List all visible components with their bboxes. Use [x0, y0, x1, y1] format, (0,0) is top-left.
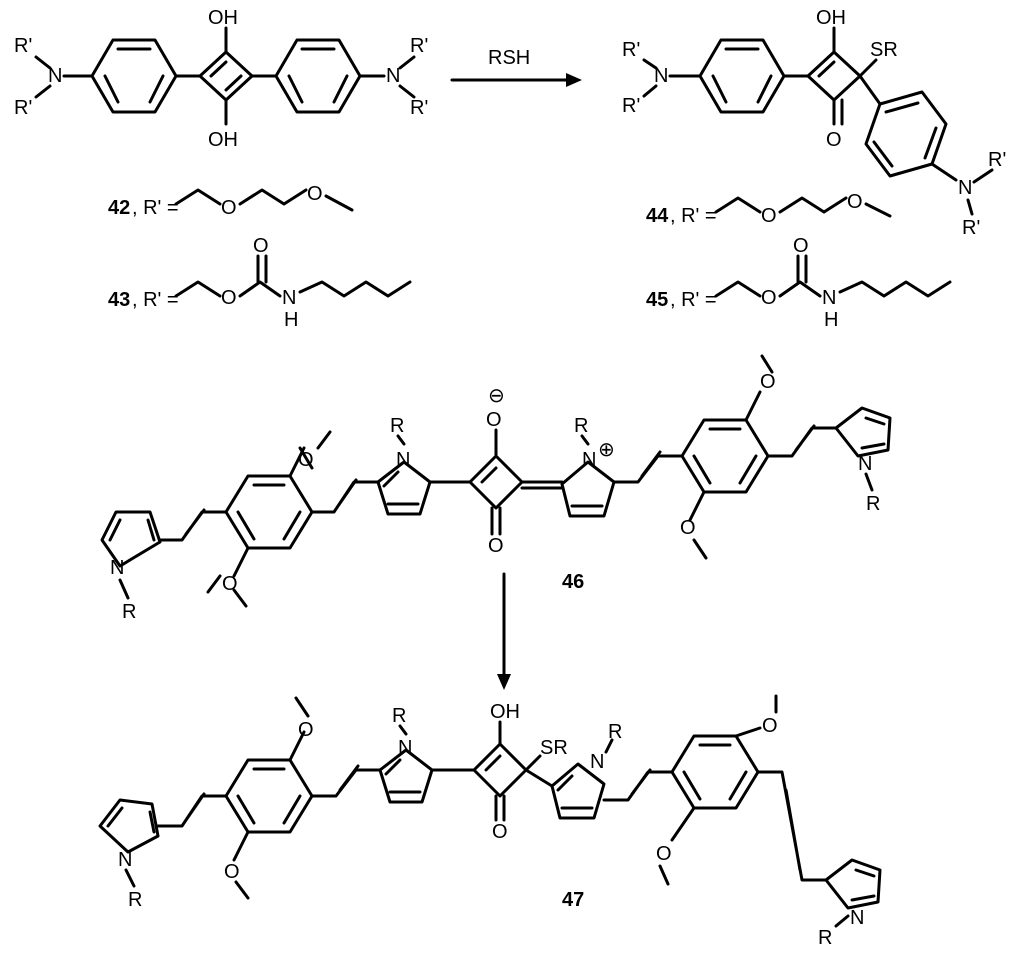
compound-number-46: 46 [562, 571, 584, 593]
atom-label-oh: OH [816, 7, 846, 29]
atom-label-o: O [253, 235, 269, 257]
atom-label-o: O [760, 371, 776, 393]
r-prime-equals: , R' = [132, 289, 179, 311]
atom-label-r: R [818, 927, 832, 949]
atom-label-n: N [590, 751, 604, 773]
atom-label-r-prime: R' [988, 149, 1006, 171]
r-prime-equals: , R' = [132, 197, 179, 219]
atom-label-r-prime: R' [622, 95, 640, 117]
cyclobutenone-ring [806, 50, 862, 102]
atom-label-o: O [298, 719, 314, 741]
atom-label-r: R [128, 889, 142, 911]
compound-43-definition: 43 , R' = O O N H [108, 235, 412, 331]
atom-label-o: O [221, 287, 237, 309]
squarate-ring [468, 454, 524, 510]
compound-number-43: 43 [108, 289, 130, 311]
pyrrole-ring [376, 460, 432, 516]
atom-label-r: R [390, 415, 404, 437]
atom-label-n: N [110, 557, 124, 579]
atom-label-n-plus: N [582, 449, 596, 471]
atom-label-o: O [762, 715, 778, 737]
atom-label-o: O [486, 409, 502, 431]
atom-label-r-prime: R' [410, 97, 428, 119]
atom-label-r: R [122, 601, 136, 623]
compound-number-47: 47 [562, 889, 584, 911]
atom-label-h: H [284, 309, 298, 331]
reagent-label: RSH [488, 47, 530, 69]
compound-number-42: 42 [108, 197, 130, 219]
atom-label-r: R [866, 493, 880, 515]
atom-label-o: O [761, 205, 777, 227]
cyclobutenone-ring [472, 742, 528, 798]
compound-number-45: 45 [646, 289, 668, 311]
atom-label-o: O [847, 191, 863, 213]
atom-label-o: O [492, 821, 508, 843]
atom-label-h: H [824, 309, 838, 331]
compound-42-definition: 42 , R' = O O [108, 183, 354, 219]
atom-label-n: N [396, 449, 410, 471]
atom-label-oh: OH [208, 129, 238, 151]
atom-label-o: O [793, 235, 809, 257]
compound-45-definition: 45 , R' = O O N H [646, 235, 952, 331]
thiol-adduct-47: N R O O N R OH O SR N R [98, 694, 882, 949]
positive-charge: ⊕ [598, 439, 615, 461]
pyrrole-ring [824, 858, 882, 910]
atom-label-r-prime: R' [962, 217, 980, 239]
atom-label-n: N [48, 65, 62, 87]
negative-charge: ⊖ [488, 385, 505, 407]
atom-label-n: N [282, 287, 296, 309]
reaction-arrow-down [497, 572, 511, 690]
thiol-adduct-product: R' R' N OH O SR N R' R' [622, 7, 1006, 239]
atom-label-oh: OH [490, 701, 520, 723]
atom-label-n: N [822, 287, 836, 309]
squaraine-dye-46: N R O O N R O ⊖ O N ⊕ R [100, 354, 892, 623]
atom-label-r: R [392, 705, 406, 727]
atom-label-o: O [307, 183, 323, 205]
pyrrole-ring [834, 406, 892, 458]
atom-label-n: N [118, 849, 132, 871]
reaction-arrow-rsh: RSH [450, 47, 582, 87]
atom-label-n: N [858, 453, 872, 475]
atom-label-n: N [386, 65, 400, 87]
atom-label-n: N [850, 907, 864, 929]
atom-label-sr: SR [540, 737, 568, 759]
pyrrole-ring [550, 762, 606, 820]
atom-label-o: O [826, 129, 842, 151]
atom-label-r: R [574, 415, 588, 437]
atom-label-o: O [656, 843, 672, 865]
squarate-ring [198, 50, 254, 102]
atom-label-n: N [958, 177, 972, 199]
pyrrole-ring [98, 798, 160, 854]
r-prime-equals: , R' = [670, 205, 717, 227]
pyrrole-ring [378, 748, 434, 804]
atom-label-o: O [680, 517, 696, 539]
compound-44-definition: 44 , R' = O O [646, 191, 892, 227]
atom-label-o: O [488, 535, 504, 557]
atom-label-n: N [398, 737, 412, 759]
atom-label-o: O [221, 197, 237, 219]
atom-label-r-prime: R' [14, 97, 32, 119]
atom-label-r-prime: R' [622, 39, 640, 61]
atom-label-o: O [224, 861, 240, 883]
arrow-head [566, 73, 582, 87]
atom-label-n: N [654, 65, 668, 87]
atom-label-o: O [761, 287, 777, 309]
squaraine-reactant: R' R' N OH OH N R' R' [14, 7, 428, 151]
arrow-head [497, 674, 511, 690]
atom-label-sr: SR [870, 39, 898, 61]
atom-label-r-prime: R' [410, 35, 428, 57]
compound-number-44: 44 [646, 205, 669, 227]
atom-label-r-prime: R' [14, 35, 32, 57]
pyrrolium-ring [560, 460, 616, 518]
atom-label-r: R [608, 721, 622, 743]
r-prime-equals: , R' = [670, 289, 717, 311]
atom-label-oh: OH [208, 7, 238, 29]
